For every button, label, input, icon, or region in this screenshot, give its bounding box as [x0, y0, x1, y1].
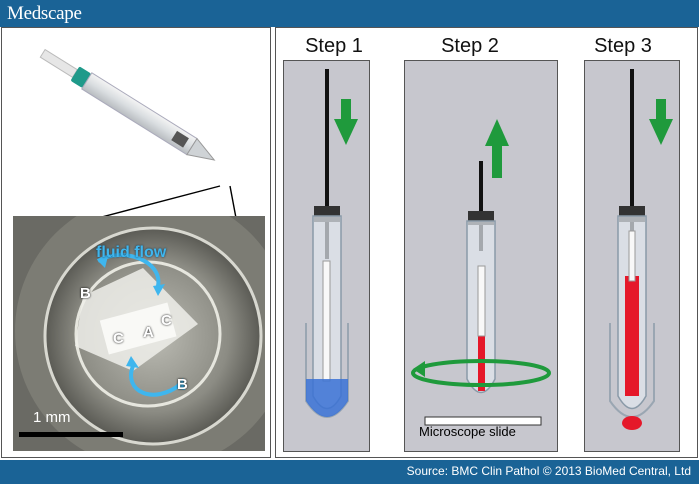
scale-label: 1 mm: [33, 409, 71, 426]
scale-bar: [19, 432, 123, 437]
down-arrow-shaft: [656, 99, 666, 129]
step-3-drawing: [609, 69, 673, 430]
microscope-slide-label: Microscope slide: [419, 424, 516, 439]
step-2-title: Step 2: [441, 35, 499, 57]
step-2-drawing: [411, 119, 551, 426]
photo-panel: fluid flow B A C C B 1 mm: [1, 27, 271, 458]
medscape-logo[interactable]: Medscape: [7, 3, 82, 24]
footer-bar: Source: BMC Clin Pathol © 2013 BioMed Ce…: [0, 460, 699, 484]
label-b-bottom: B: [177, 376, 188, 393]
label-c-right: C: [161, 312, 172, 329]
fluid-flow-label: fluid flow: [96, 244, 167, 261]
step-1-panel: [283, 60, 370, 452]
step-2-panel: Microscope slide: [404, 60, 558, 452]
step-1-title: Step 1: [305, 35, 363, 57]
step-3-panel: [584, 60, 680, 452]
up-arrow-icon: [485, 119, 509, 146]
microscope-image: fluid flow B A C C B 1 mm: [13, 216, 265, 451]
step-3-title: Step 3: [594, 35, 652, 57]
label-b-top: B: [80, 285, 91, 302]
up-arrow-shaft: [492, 146, 502, 178]
rotate-arrow-icon: [413, 361, 425, 377]
header-bar: Medscape: [0, 0, 699, 27]
source-credit: Source: BMC Clin Pathol © 2013 BioMed Ce…: [406, 464, 691, 478]
steps-panel: Step 1 Step 2 Step 3 Microsco: [275, 27, 698, 458]
down-arrow-shaft: [341, 99, 351, 129]
down-arrow-icon: [649, 119, 673, 145]
tip-cross-section: [15, 216, 265, 451]
step-1-drawing: [305, 69, 358, 418]
down-arrow-icon: [334, 119, 358, 145]
label-c-left: C: [113, 330, 124, 347]
label-a: A: [143, 324, 154, 341]
pipette-tip-photo: [39, 48, 237, 216]
